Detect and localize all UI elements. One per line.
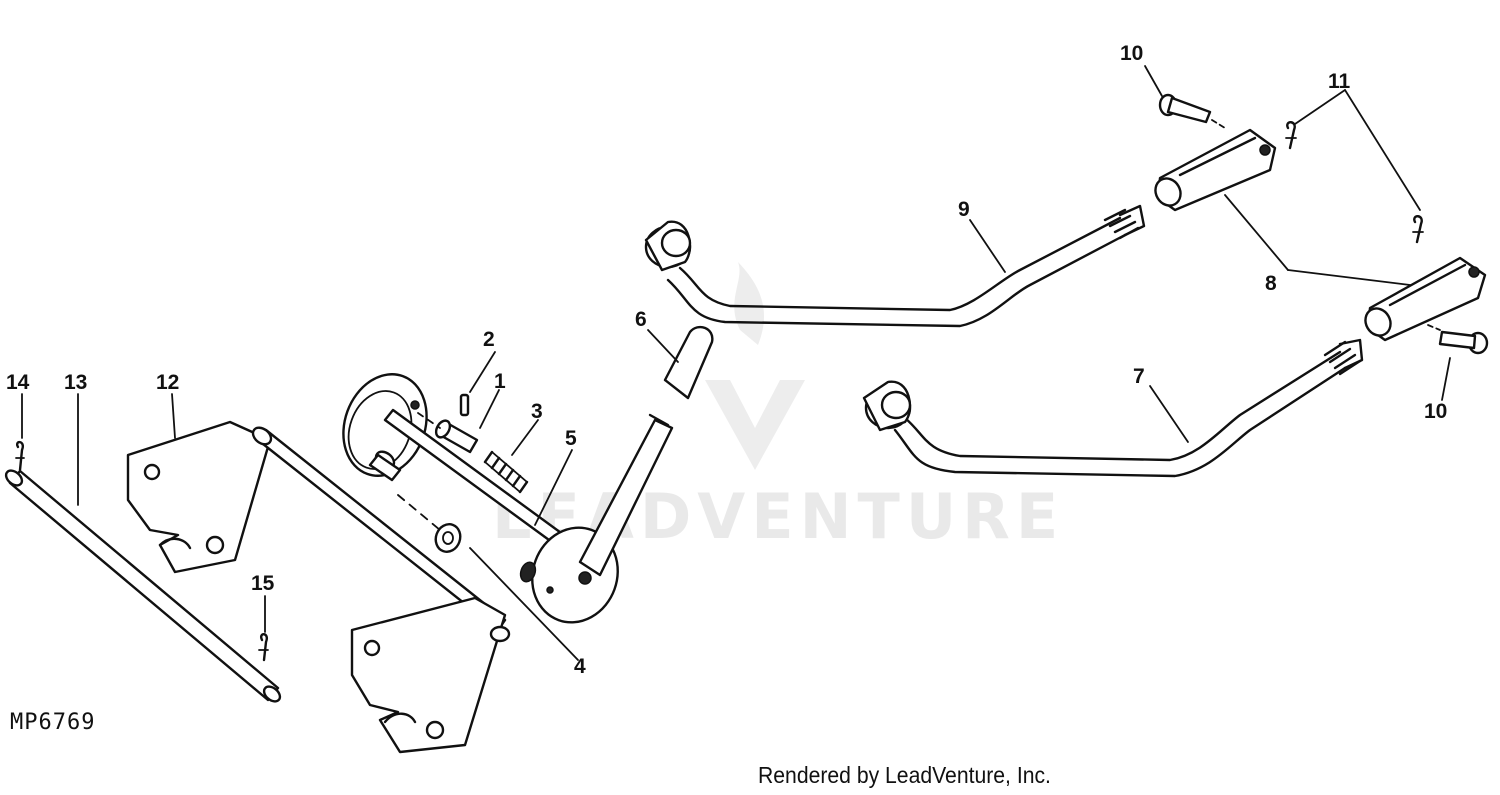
callout-3: 3 (531, 400, 543, 423)
callout-10-lower: 10 (1424, 400, 1447, 423)
callout-12: 12 (156, 371, 179, 394)
callout-13: 13 (64, 371, 87, 394)
callout-1: 1 (494, 370, 506, 393)
render-credit: Rendered by LeadVenture, Inc. (758, 762, 1051, 788)
callout-15: 15 (251, 572, 275, 595)
callout-2: 2 (483, 328, 495, 351)
callout-9: 9 (958, 198, 970, 221)
part-12-bracket-lower (350, 596, 511, 754)
connecting-shaft (251, 426, 507, 632)
callouts: 2 1 3 5 4 6 7 8 9 10 10 11 12 13 14 15 (6, 42, 1447, 678)
callout-7: 7 (1133, 365, 1145, 388)
callout-6: 6 (635, 308, 647, 331)
part-8-clevis-lower (1364, 256, 1487, 342)
part-10-pin-lower (1427, 324, 1489, 355)
part-13-rod (4, 469, 282, 703)
part-15-pin (258, 633, 269, 662)
leadventure-watermark: LEADVENTURE (492, 262, 1058, 553)
part-7-lift-link (862, 338, 1364, 478)
part-9-lift-link (644, 204, 1146, 328)
part-11-pin-upper (1285, 121, 1297, 150)
part-11-pin-lower (1412, 215, 1424, 244)
dashed-assembly-line (397, 412, 441, 531)
callout-11: 11 (1328, 70, 1351, 93)
part-2-roll-pin (459, 393, 470, 417)
part-4-washer (434, 523, 462, 553)
callout-8: 8 (1265, 272, 1277, 295)
part-3-spring (483, 450, 529, 494)
drawing-number: MP6769 (10, 710, 96, 735)
part-10-pin-upper (1158, 93, 1226, 129)
leader-lines (21, 65, 1451, 661)
lift-lever (578, 413, 674, 585)
callout-5: 5 (565, 427, 577, 450)
part-14-pin (15, 440, 25, 472)
part-8-clevis-upper (1154, 128, 1277, 212)
rockshaft-bar (368, 408, 570, 550)
part-12-bracket-upper (126, 420, 272, 574)
callout-4: 4 (574, 655, 586, 678)
callout-10-upper: 10 (1120, 42, 1143, 65)
callout-14: 14 (6, 371, 30, 394)
part-6-grip (663, 325, 714, 400)
